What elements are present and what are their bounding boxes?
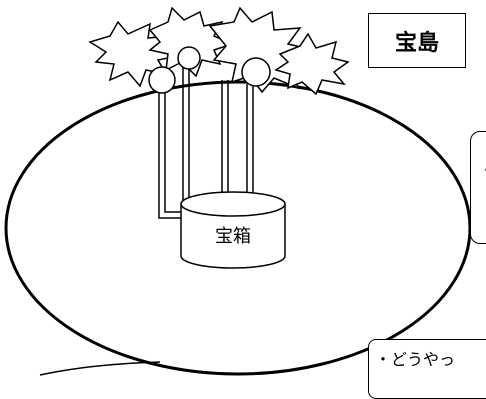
palm-trunks [158,66,254,219]
note-right-bullet: ・ [479,157,486,181]
coconut-center [177,46,201,70]
treasure-chest-icon [180,191,286,269]
note-bottom-text: ・どうやっ [375,350,456,369]
bottom-left-curve [39,361,161,376]
coconut-right [241,57,271,87]
note-callout-right: ・ [470,131,486,244]
treasure-island-diagram: 宝箱 宝島 ・ ・どうやっ [4,6,486,399]
diagram-title: 宝島 [394,30,439,56]
title-box: 宝島 [368,13,466,68]
trunk-left [158,92,182,219]
trunk-left-inner [164,92,182,213]
diagram-canvas [4,6,472,376]
palm-leaf-far-right [274,32,350,96]
note-callout-bottom: ・どうやっ [368,339,486,399]
coconut-left [148,66,176,94]
chest-label: 宝箱 [215,226,251,247]
coconuts [148,46,271,94]
